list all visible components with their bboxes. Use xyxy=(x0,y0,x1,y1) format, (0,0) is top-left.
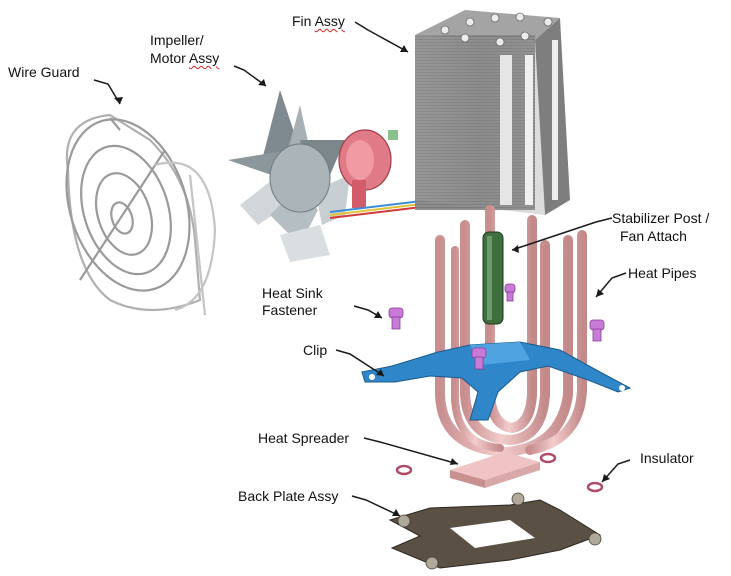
impeller-motor-assy xyxy=(228,90,451,262)
stabilizer-label-line1: Stabilizer Post / xyxy=(612,210,710,226)
fin-assy-label: Fin Assy xyxy=(292,13,345,30)
heat-sink-fastener-label-line1: Heat Sink xyxy=(262,285,323,301)
back-plate-assy xyxy=(388,492,602,570)
insulator-label: Insulator xyxy=(640,450,694,466)
fin-assy-label-word: Fin xyxy=(292,13,312,29)
impeller-label-suffix: Assy xyxy=(188,50,220,66)
wire-guard xyxy=(65,113,217,316)
fin-assy-label-suffix: Assy xyxy=(314,13,345,29)
clip xyxy=(361,341,632,421)
heat-sink-fasteners xyxy=(388,283,605,370)
heat-pipes xyxy=(435,205,587,458)
heat-spreader-label: Heat Spreader xyxy=(258,430,350,446)
heat-spreader xyxy=(450,452,540,488)
clip-label: Clip xyxy=(303,342,328,358)
impeller-label-word: Motor xyxy=(150,50,186,66)
heat-sink-fastener-label-line2: Fastener xyxy=(262,302,318,318)
leader-lines xyxy=(93,21,631,517)
fin-assy xyxy=(415,10,570,215)
heat-pipes-label: Heat Pipes xyxy=(628,265,697,281)
wire-guard-label: Wire Guard xyxy=(8,64,80,80)
impeller-label-line2: Motor Assy xyxy=(150,50,219,67)
insulators xyxy=(395,452,604,493)
impeller-label-line1: Impeller/ xyxy=(150,32,204,48)
stabilizer-label-line2: Fan Attach xyxy=(620,228,687,244)
back-plate-label: Back Plate Assy xyxy=(238,488,339,504)
stabilizer-post xyxy=(482,231,504,325)
